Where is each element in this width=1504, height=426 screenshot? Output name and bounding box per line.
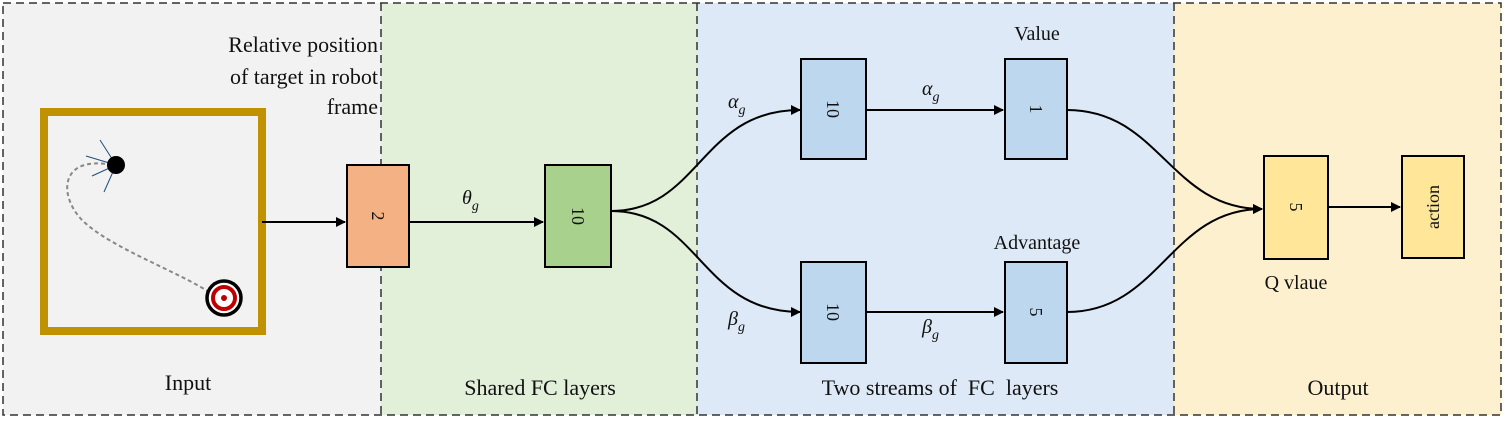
- svg-text:action: action: [1423, 185, 1443, 229]
- edge-adv-out-to-q: [1066, 204, 1263, 313]
- robot-path: [66, 162, 213, 295]
- robot-icon: [107, 156, 125, 174]
- node-input-layer: 2: [346, 164, 410, 268]
- svg-text:1: 1: [1026, 105, 1046, 114]
- input-region-label: Input: [165, 370, 211, 395]
- node-q-layer: 5: [1263, 155, 1329, 260]
- two-streams-region: [697, 3, 1174, 415]
- svg-text:10: 10: [568, 207, 588, 225]
- node-adv-hidden: 10: [800, 261, 867, 364]
- input-region: [3, 3, 381, 415]
- input-note-line-2: of target in robot: [230, 64, 378, 89]
- output-region-label: Output: [1307, 375, 1368, 400]
- edge-label-alpha-left: αg: [728, 91, 746, 118]
- shared-fc-region-label: Shared FC layers: [464, 375, 616, 400]
- outer-dashed-border: [2, 2, 1502, 416]
- svg-text:10: 10: [823, 100, 843, 118]
- q-value-label: Q vlaue: [1265, 272, 1328, 294]
- value-label: Value: [1014, 23, 1060, 45]
- node-adv-out: 5: [1004, 261, 1068, 364]
- edge-label-theta: θg: [462, 187, 479, 214]
- edge-label-beta-right: βg: [921, 316, 939, 343]
- input-note-line-3: frame: [327, 94, 378, 119]
- edge-label-alpha-right: αg: [922, 78, 940, 105]
- target-icon: [205, 279, 243, 317]
- edge-shared-to-value-hidden: [610, 105, 801, 212]
- advantage-label: Advantage: [994, 232, 1081, 254]
- node-value-out: 1: [1004, 58, 1068, 160]
- svg-text:5: 5: [1026, 308, 1046, 317]
- svg-text:10: 10: [823, 303, 843, 321]
- shared-fc-region: [381, 3, 697, 415]
- edge-value-out-to-q: [1066, 109, 1263, 214]
- input-note-line-1: Relative position: [228, 32, 378, 57]
- node-value-hidden: 10: [800, 58, 867, 160]
- edge-shared-to-adv-hidden: [610, 210, 801, 317]
- svg-text:2: 2: [368, 212, 388, 221]
- svg-text:5: 5: [1286, 203, 1306, 212]
- node-shared-fc: 10: [544, 164, 612, 268]
- two-streams-region-label: Two streams of FC layers: [822, 375, 1059, 400]
- edge-label-beta-left: βg: [727, 308, 745, 335]
- node-action: action: [1401, 155, 1465, 259]
